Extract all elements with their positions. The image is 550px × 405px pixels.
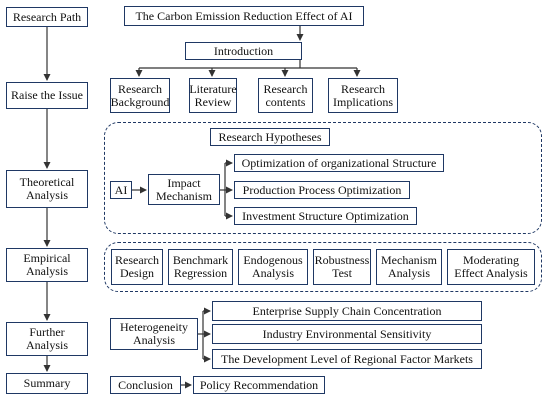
intro-research-background: Research Background bbox=[110, 78, 170, 113]
empirical-benchmark-regression: Benchmark Regression bbox=[168, 249, 233, 285]
research-hypotheses-node: Research Hypotheses bbox=[210, 128, 330, 146]
introduction-node: Introduction bbox=[185, 42, 302, 60]
policy-recommendation-node: Policy Recommendation bbox=[193, 376, 325, 394]
empirical-robustness-test: Robustness Test bbox=[313, 249, 371, 285]
intro-research-implications: Research Implications bbox=[328, 78, 398, 113]
title-node: The Carbon Emission Reduction Effect of … bbox=[124, 6, 364, 26]
conclusion-node: Conclusion bbox=[110, 376, 181, 394]
further-analysis-node: Further Analysis bbox=[6, 322, 88, 356]
path-investment-structure: Investment Structure Optimization bbox=[234, 207, 417, 225]
empirical-research-design: Research Design bbox=[111, 249, 163, 285]
empirical-moderating-effect: Moderating Effect Analysis bbox=[447, 249, 535, 285]
intro-literature-review: Literature Review bbox=[189, 78, 237, 113]
raise-issue-node: Raise the Issue bbox=[6, 82, 88, 109]
regional-factor-markets-node: The Development Level of Regional Factor… bbox=[212, 349, 482, 369]
empirical-analysis-node: Empirical Analysis bbox=[6, 248, 88, 282]
empirical-mechanism-analysis: Mechanism Analysis bbox=[376, 249, 442, 285]
empirical-endogenous-analysis: Endogenous Analysis bbox=[238, 249, 308, 285]
impact-mechanism-node: Impact Mechanism bbox=[148, 174, 220, 205]
summary-node: Summary bbox=[6, 373, 88, 394]
path-organizational-structure: Optimization of organizational Structure bbox=[234, 154, 444, 172]
heterogeneity-analysis-node: Heterogeneity Analysis bbox=[110, 318, 198, 350]
environmental-sensitivity-node: Industry Environmental Sensitivity bbox=[212, 324, 482, 344]
research-path-node: Research Path bbox=[6, 7, 88, 27]
supply-chain-concentration-node: Enterprise Supply Chain Concentration bbox=[212, 301, 482, 321]
ai-node: AI bbox=[110, 181, 132, 199]
empirical-analysis-group bbox=[104, 242, 542, 292]
intro-research-contents: Research contents bbox=[258, 78, 313, 113]
path-production-process: Production Process Optimization bbox=[234, 181, 410, 199]
theoretical-analysis-node: Theoretical Analysis bbox=[6, 170, 88, 208]
theoretical-analysis-group bbox=[104, 122, 542, 234]
